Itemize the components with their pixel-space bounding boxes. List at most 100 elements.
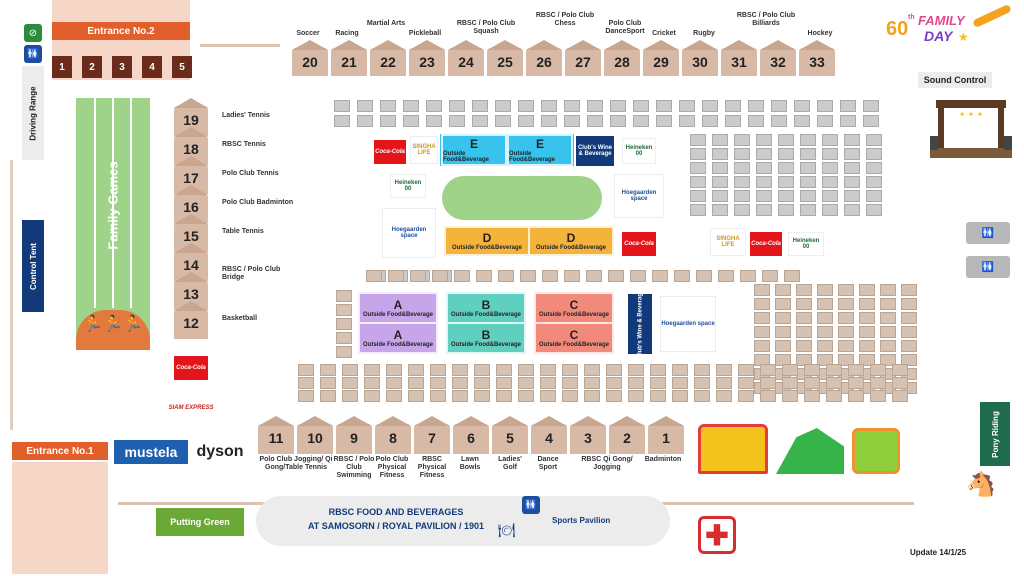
booth-27[interactable]: 27: [565, 48, 601, 76]
table: [388, 270, 404, 282]
booth-8[interactable]: 8: [375, 424, 411, 454]
table: [656, 115, 672, 127]
booth-23[interactable]: 23: [409, 48, 445, 76]
booth-12[interactable]: 12: [174, 309, 208, 339]
booth-5[interactable]: 5: [492, 424, 528, 454]
booth-7[interactable]: 7: [414, 424, 450, 454]
food-zone-c-top[interactable]: C Outside Food&Beverage: [534, 292, 614, 324]
table: [474, 364, 490, 376]
table: [336, 318, 352, 330]
cocacola-logo-1: Coca-Cola: [374, 140, 406, 164]
table: [760, 377, 776, 389]
table: [754, 340, 770, 352]
booth-33[interactable]: 33: [799, 48, 835, 76]
booth-18-label: RBSC Tennis: [222, 141, 266, 148]
booth-3-number: 3: [584, 430, 592, 446]
table: [822, 134, 838, 146]
food-zone-c-bottom[interactable]: C Outside Food&Beverage: [534, 322, 614, 354]
booth-2[interactable]: 2: [609, 424, 645, 454]
table: [298, 364, 314, 376]
table: [838, 284, 854, 296]
table: [650, 364, 666, 376]
restroom-icon-pavilion: 🚻: [522, 496, 540, 514]
cocacola-logo-3: Coca-Cola: [750, 232, 782, 256]
table: [754, 284, 770, 296]
table: [472, 100, 488, 112]
gates: 1 2 3 4 5: [52, 56, 192, 78]
update-note: Update 14/1/25: [910, 548, 967, 557]
table: [859, 326, 875, 338]
table: [892, 364, 908, 376]
booth-16-label: Polo Club Badminton: [222, 199, 294, 206]
booth-25[interactable]: 25: [487, 48, 523, 76]
booth-26[interactable]: 26: [526, 48, 562, 76]
booth-4[interactable]: 4: [531, 424, 567, 454]
food-zone-d-left[interactable]: D Outside Food&Beverage: [444, 226, 530, 256]
cocacola-logo-2: Coca-Cola: [622, 232, 656, 256]
food-zone-d-right[interactable]: D Outside Food&Beverage: [528, 226, 614, 256]
booth-3[interactable]: 3: [570, 424, 606, 454]
gate-4: 4: [142, 56, 162, 78]
food-zone-a-top[interactable]: A Outside Food&Beverage: [358, 292, 438, 324]
table: [606, 390, 622, 402]
food-zone-d-right-text: Outside Food&Beverage: [535, 245, 606, 251]
booth-29[interactable]: 29: [643, 48, 679, 76]
table: [652, 270, 668, 282]
table: [866, 162, 882, 174]
table: [364, 390, 380, 402]
table: [403, 100, 419, 112]
table: [840, 100, 856, 112]
table: [796, 340, 812, 352]
table: [800, 148, 816, 160]
booth-14[interactable]: 14: [174, 251, 208, 281]
table: [474, 377, 490, 389]
table: [848, 364, 864, 376]
left-booths: 19 Ladies' Tennis 18 RBSC Tennis 17 Polo…: [174, 106, 314, 339]
booth-27-number: 27: [575, 54, 591, 70]
table: [712, 176, 728, 188]
food-zone-e-right[interactable]: E Outside Food&Beverage: [507, 134, 573, 166]
booth-11[interactable]: 11: [258, 424, 294, 454]
food-zone-b-top[interactable]: B Outside Food&Beverage: [446, 292, 526, 324]
table: [564, 100, 580, 112]
booth-30[interactable]: 30: [682, 48, 718, 76]
table: [694, 390, 710, 402]
table: [587, 115, 603, 127]
booth-6[interactable]: 6: [453, 424, 489, 454]
table: [838, 340, 854, 352]
table: [800, 176, 816, 188]
food-zone-c-top-letter: C: [569, 298, 579, 312]
booth-22[interactable]: 22: [370, 48, 406, 76]
booth-33-label: Hockey: [807, 30, 833, 37]
table: [496, 364, 512, 376]
table: [696, 270, 712, 282]
food-zone-e-left[interactable]: E Outside Food&Beverage: [441, 134, 507, 166]
booth-24[interactable]: 24: [448, 48, 484, 76]
booth-18[interactable]: 18: [174, 135, 208, 165]
food-zone-a-bottom[interactable]: A Outside Food&Beverage: [358, 322, 438, 354]
wine-bar-middle[interactable]: Club's Wine & Beverage: [628, 290, 652, 358]
booth-9[interactable]: 9: [336, 424, 372, 454]
booth-32[interactable]: 32: [760, 48, 796, 76]
table: [866, 148, 882, 160]
booth-20[interactable]: 20: [292, 48, 328, 76]
table: [408, 390, 424, 402]
booth-21[interactable]: 21: [331, 48, 367, 76]
stage-post-right: [998, 100, 1004, 158]
food-zone-a-bottom-text: Outside Food&Beverage: [362, 342, 433, 348]
wine-bar-top[interactable]: Club's Wine & Beverage: [576, 136, 614, 166]
booth-1[interactable]: 1: [648, 424, 684, 454]
booth-5-label: Ladies' Golf: [498, 456, 522, 472]
food-zone-b-bottom[interactable]: B Outside Food&Beverage: [446, 322, 526, 354]
booth-31[interactable]: 31: [721, 48, 757, 76]
event-logo: 60 th FAMILY DAY ★: [884, 3, 1012, 48]
food-zone-b-top-text: Outside Food&Beverage: [450, 312, 521, 318]
booth-17-label: Polo Club Tennis: [222, 170, 279, 177]
table: [449, 115, 465, 127]
food-zone-d-left-text: Outside Food&Beverage: [451, 245, 522, 251]
table: [386, 390, 402, 402]
booth-10[interactable]: 10: [297, 424, 333, 454]
booth-28[interactable]: 28: [604, 48, 640, 76]
booth-16-number: 16: [183, 199, 199, 215]
table: [817, 312, 833, 324]
